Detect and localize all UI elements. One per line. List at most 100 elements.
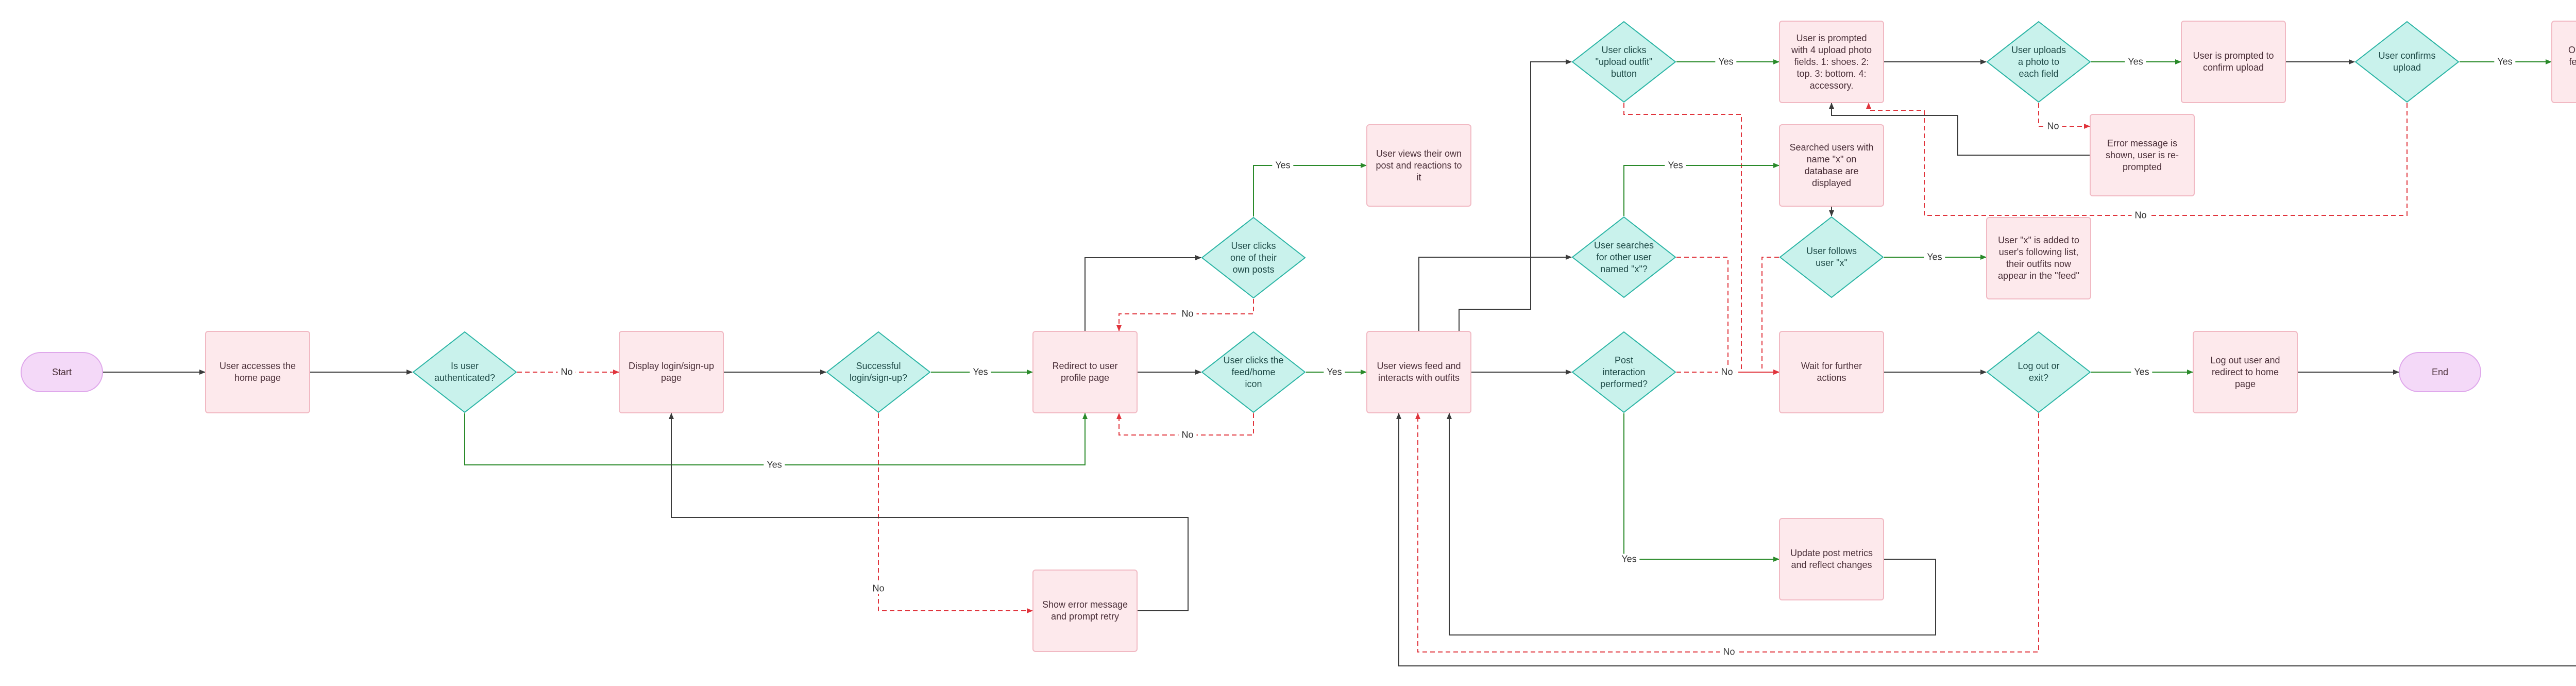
home-page-label: User accesses the home page [219,361,296,383]
confirm-prompt-label: User is prompted to confirm upload [2193,51,2274,73]
feed-node: User views feed and interacts with outfi… [1366,331,1471,413]
edge-uploads-no-to-errmsg [2038,103,2090,129]
edge-label-success-yes: Yes [970,366,991,378]
edge-label-postint-no: No [1718,366,1736,378]
edge-label-feedicon-yes: Yes [1324,366,1345,378]
edge-feed-to-upload [1459,59,1572,331]
edge-label-confirms-no: No [2131,210,2150,221]
home-page-node: User accesses the home page [205,331,310,413]
diamond-shape [826,331,931,413]
logout-redirect-label: Log out user and redirect to home page [2210,355,2280,389]
edge-search-yes-to-searched [1623,163,1780,216]
diamond-shape [2354,21,2460,103]
edge-label-success-no: No [869,583,888,594]
outfit-appears-label: Outfit appears on feed and on user profi… [2568,44,2576,67]
upload-decision: User clicks "upload outfit" button [1571,21,1676,103]
error-retry-node: Show error message and prompt retry [1032,570,1138,652]
post-interaction-decision-label: Post interaction performed? [1600,355,1648,389]
error-reprompt-node: Error message is shown, user is re-promp… [2090,114,2195,196]
diamond-shape [1986,21,2091,103]
feed-icon-decision: User clicks the feed/home icon [1201,331,1306,413]
uploads-photo-decision: User uploads a photo to each field [1986,21,2091,103]
success-decision: Successful login/sign-up? [826,331,931,413]
post-interaction-decision: Post interaction performed? [1571,331,1676,413]
wait-label: Wait for further actions [1801,361,1862,383]
start-label: Start [52,366,72,377]
search-decision-label: User searches for other user named "x"? [1594,240,1654,274]
edge-metrics-to-feed [1447,413,1936,635]
error-reprompt-label: Error message is shown, user is re-promp… [2105,138,2179,172]
edge-label-auth-yes: Yes [764,459,785,471]
uploads-photo-decision-label: User uploads a photo to each field [2011,44,2066,79]
own-posts-decision: User clicks one of their own posts [1201,216,1306,299]
edge-postint-yes-to-metrics [1623,413,1780,562]
confirm-decision: User confirms upload [2354,21,2460,103]
views-own-post-node: User views their own post and reactions … [1366,124,1471,207]
success-decision-label: Successful login/sign-up? [849,361,908,383]
edge-redirect-to-ownposts [1084,255,1201,331]
edge-label-ownposts-no: No [1178,308,1197,320]
edge-label-uploads-no: No [2044,121,2062,132]
update-metrics-node: Update post metrics and reflect changes [1779,518,1884,600]
login-page-node: Display login/sign-up page [619,331,724,413]
edge-label-ownposts-yes: Yes [1272,160,1294,171]
own-posts-decision-label: User clicks one of their own posts [1230,240,1277,275]
edge-feed-to-search [1418,255,1572,331]
edge-label-feedicon-no: No [1178,429,1197,441]
edge-auth-yes-to-redirect [464,413,1088,465]
logout-decision: Log out or exit? [1986,331,2091,413]
upload-decision-label: User clicks "upload outfit" button [1595,44,1653,79]
edge-label-upload-yes: Yes [1715,56,1737,68]
diamond-shape [1201,216,1306,299]
edge-label-postint-yes: Yes [1618,554,1640,565]
edge-appears-to-feed [1396,413,2576,666]
diamond-shape [1571,21,1676,103]
feed-icon-decision-label: User clicks the feed/home icon [1223,355,1284,389]
searched-users-node: Searched users with name "x" on database… [1779,124,1884,207]
diamond-shape [1779,216,1884,298]
edge-label-search-yes: Yes [1665,160,1686,171]
auth-decision-label: Is user authenticated? [434,361,496,383]
diamond-shape [1986,331,2091,413]
feed-label: User views feed and interacts with outfi… [1377,361,1461,383]
edge-follows-no-to-wait [1761,257,1780,375]
following-added-node: User "x" is added to user's following li… [1986,217,2091,299]
edge-label-logout-no: No [1720,646,1738,658]
upload-prompt-node: User is prompted with 4 upload photo fie… [1779,21,1884,103]
edge-label-follows-yes: Yes [1924,252,1945,263]
logout-redirect-node: Log out user and redirect to home page [2193,331,2298,413]
edge-label-uploads-yes: Yes [2125,56,2146,68]
edge-logout-no-to-feed [1415,413,2039,652]
end-label: End [2431,366,2449,377]
edge-errmsg-to-prompted [1829,103,2090,156]
follows-decision: User follows user "x" [1779,216,1884,298]
upload-prompt-label: User is prompted with 4 upload photo fie… [1791,32,1872,91]
edge-label-confirms-yes: Yes [2494,56,2516,68]
auth-decision: Is user authenticated? [412,331,517,413]
outfit-appears-node: Outfit appears on feed and on user profi… [2551,21,2576,103]
edge-ownposts-yes-to-viewsown [1253,163,1367,216]
edge-confirms-no-to-prompted [1866,103,2408,216]
edge-label-auth-no: No [557,366,576,378]
wait-node: Wait for further actions [1779,331,1884,413]
views-own-post-label: User views their own post and reactions … [1376,148,1462,182]
redirect-profile-node: Redirect to user profile page [1032,331,1138,413]
edge-error-to-login [669,413,1189,611]
search-decision: User searches for other user named "x"? [1571,216,1676,298]
start-node: Start [21,352,103,392]
error-retry-label: Show error message and prompt retry [1042,599,1128,622]
confirm-prompt-node: User is prompted to confirm upload [2181,21,2286,103]
edge-label-logout-yes: Yes [2131,366,2153,378]
diamond-shape [1201,331,1306,413]
edge-success-no-to-error [878,413,1033,613]
end-node: End [2399,352,2481,392]
login-page-label: Display login/sign-up page [628,361,715,383]
confirm-decision-label: User confirms upload [2378,51,2436,73]
update-metrics-label: Update post metrics and reflect changes [1790,548,1873,570]
diamond-shape [1571,331,1676,413]
logout-decision-label: Log out or exit? [2018,361,2060,383]
searched-users-label: Searched users with name "x" on database… [1789,142,1874,188]
follows-decision-label: User follows user "x" [1806,246,1857,268]
diamond-shape [1571,216,1676,298]
